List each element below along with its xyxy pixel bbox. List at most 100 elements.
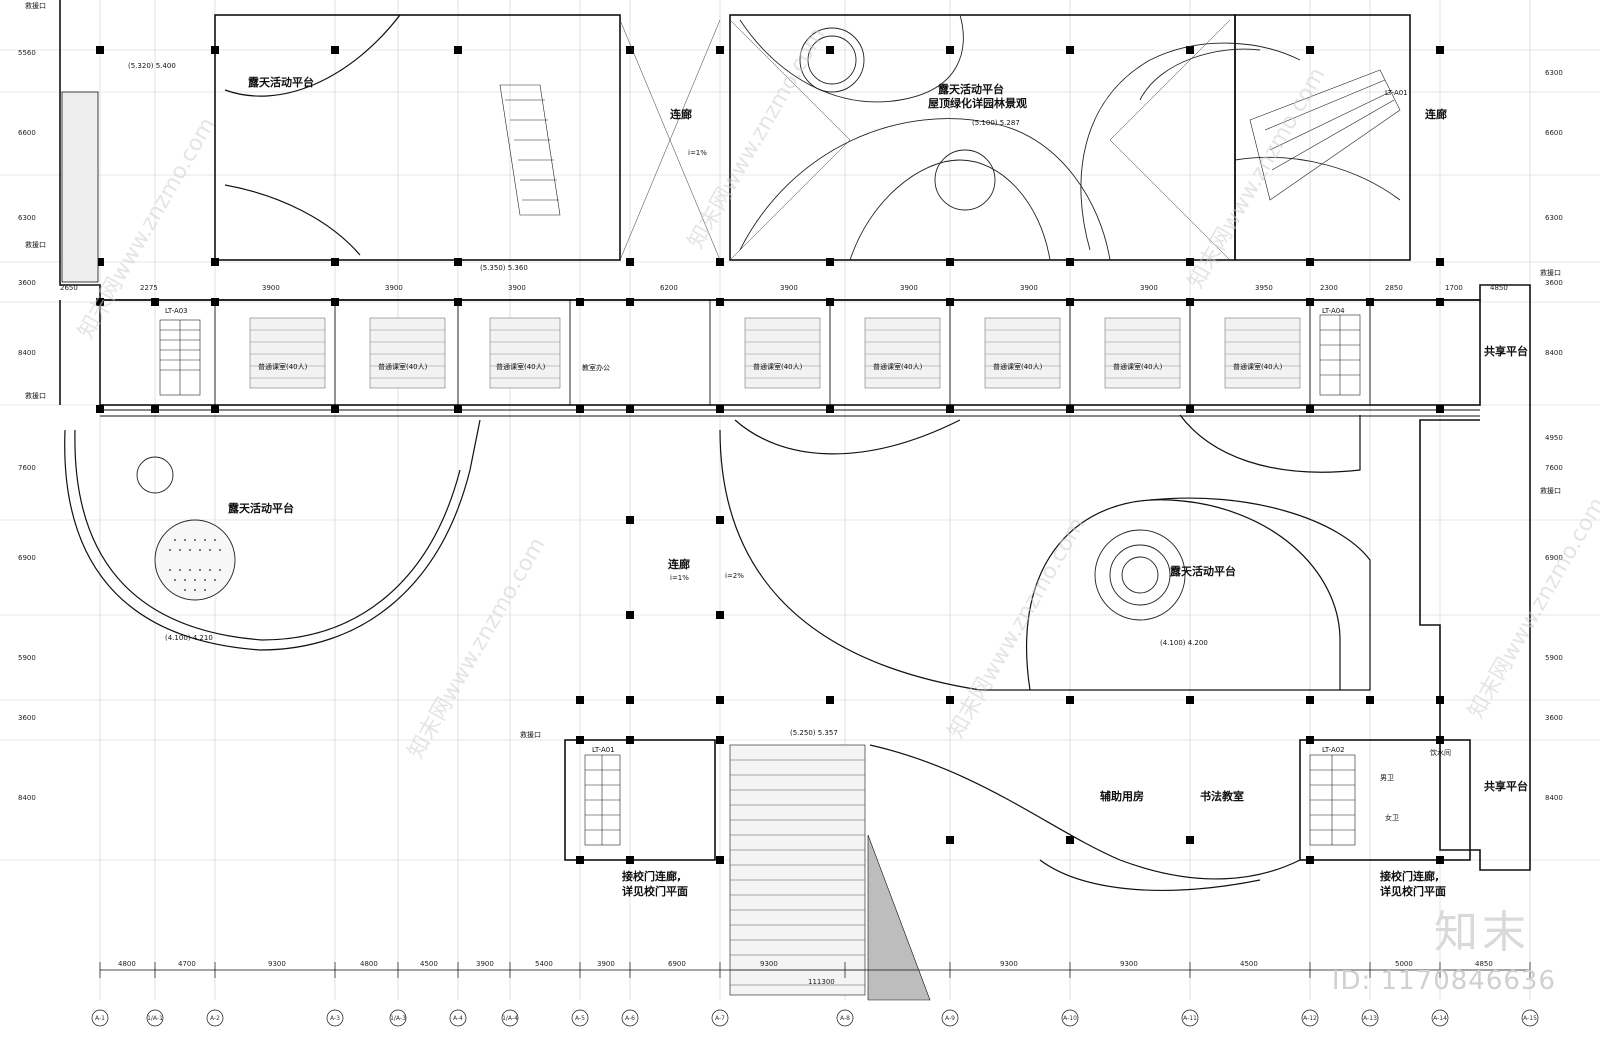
axis-label-17: A-15 [1523,1015,1537,1022]
label-stair-1: LT-A01 [1385,89,1408,97]
dim-right-2: 6300 [1545,214,1563,222]
dim-bottom-10: 9300 [1000,960,1018,968]
label-slope-2: i=1% [670,574,689,582]
dim-bottom-6: 5400 [535,960,553,968]
plaza-dots [169,539,221,591]
label-elev-5: (5.350) 5.360 [480,264,528,272]
dim-total: 111300 [808,978,835,986]
watermark-3: 知末网www.znzmo.com [944,514,1091,743]
dim-top-7: 3900 [900,284,918,292]
diagonal-lines [619,19,1231,261]
axis-label-7: A-5 [575,1015,585,1022]
bottom-dimension-line [99,962,1531,978]
label-shared-2: 共享平台 [1484,779,1528,793]
structural-columns [96,46,1444,864]
dim-top-0: 2650 [60,284,78,292]
dim-top-11: 2300 [1320,284,1338,292]
axis-label-8: A-6 [625,1015,635,1022]
label-platform-right: 露天活动平台 [1170,564,1236,578]
label-elev-4: (4.100) 4.200 [1160,639,1208,647]
top-dimensions: 2650 2275 3900 3900 3900 6200 3900 3900 … [60,284,1508,292]
dim-right-1: 6600 [1545,129,1563,137]
elevation-labels: (5.320) 5.400 (5.100) 5.287 (4.100) 4.21… [128,62,1208,737]
label-classroom-5: 普通课室(40人) [993,362,1043,371]
dim-right-8: 5900 [1545,654,1563,662]
dim-bottom-11: 9300 [1120,960,1138,968]
label-classroom-1: 普通课室(40人) [378,362,428,371]
label-rescue-2: 救援口 [25,391,46,400]
label-rescue-0: 救援口 [25,1,46,10]
dim-bottom-0: 4800 [118,960,136,968]
label-gate-link-2: 接校门连廊, [1380,869,1439,883]
label-elev-3: (5.250) 5.357 [790,729,838,737]
label-platform-top-mid: 露天活动平台 [938,82,1004,96]
label-water-room: 饮水间 [1430,748,1451,757]
classroom-labels: 普通课室(40人) 普通课室(40人) 普通课室(40人) 普通课室(40人) … [258,362,1283,371]
axis-label-15: A-13 [1363,1015,1377,1022]
label-shared-1: 共享平台 [1484,344,1528,358]
axis-label-10: A-8 [840,1015,850,1022]
stairs [159,69,1401,846]
dim-left-1: 6600 [18,129,36,137]
slope-labels: i=1% i=2% i=1% [670,149,744,582]
axis-label-4: 1/A-3 [390,1015,406,1022]
axis-label-11: A-9 [945,1015,955,1022]
brand-logo: 知末 [1434,907,1530,958]
dim-top-14: 4850 [1490,284,1508,292]
label-slope-1: i=2% [725,572,744,580]
label-rescue-5: 救援口 [1540,486,1561,495]
dim-bottom-9: 9300 [760,960,778,968]
dim-bottom-14: 4850 [1475,960,1493,968]
dim-left-6: 6900 [18,554,36,562]
axis-label-12: A-10 [1063,1015,1077,1022]
label-elev-2: (4.100) 4.210 [165,634,213,642]
label-classroom-7: 普通课室(40人) [1233,362,1283,371]
room-labels: 露天活动平台 露天活动平台 屋顶绿化详园林景观 连廊 连廊 连廊 露天活动平台 … [228,75,1528,898]
dim-left-9: 8400 [18,794,36,802]
dim-right-6: 7600 [1545,464,1563,472]
label-gate-link-1: 接校门连廊, [622,869,681,883]
desk-rows [250,329,1300,379]
dim-top-6: 3900 [780,284,798,292]
axis-bubbles [91,1009,1539,1027]
label-classroom-0: 普通课室(40人) [258,362,308,371]
label-rescue-1: 救援口 [25,240,46,249]
dim-left-5: 7600 [18,464,36,472]
label-female-wc: 女卫 [1385,813,1399,822]
dim-bottom-4: 4500 [420,960,438,968]
dim-right-10: 8400 [1545,794,1563,802]
label-platform-left: 露天活动平台 [228,501,294,515]
dim-right-9: 3600 [1545,714,1563,722]
dim-bottom-5: 3900 [476,960,494,968]
axis-label-6: 1/A-4 [502,1015,518,1022]
dim-top-9: 3900 [1140,284,1158,292]
dim-bottom-13: 5000 [1395,960,1413,968]
label-elev-1: (5.100) 5.287 [972,119,1020,127]
dim-top-4: 3900 [508,284,526,292]
axis-label-13: A-11 [1183,1015,1197,1022]
label-classroom-6: 普通课室(40人) [1113,362,1163,371]
label-elev-0: (5.320) 5.400 [128,62,176,70]
watermark-5: 知末网www.znzmo.com [1464,494,1600,723]
label-rescue-3: 救援口 [520,730,541,739]
dim-top-5: 6200 [660,284,678,292]
dim-top-12: 2850 [1385,284,1403,292]
dim-bottom-1: 4700 [178,960,196,968]
watermark-2: 知末网www.znzmo.com [684,24,831,253]
dim-right-5: 4950 [1545,434,1563,442]
dim-top-1: 2275 [140,284,158,292]
dim-top-13: 1700 [1445,284,1463,292]
label-calligraphy: 书法教室 [1200,789,1244,803]
dim-left-3: 3600 [18,279,36,287]
bleacher-lines [730,759,865,986]
dim-left-8: 3600 [18,714,36,722]
label-classroom-4: 普通课室(40人) [873,362,923,371]
axis-label-16: A-14 [1433,1015,1447,1022]
dim-bottom-2: 9300 [268,960,286,968]
label-gate-link-1b: 详见校门平面 [622,884,688,898]
label-stair-2: LT-A04 [1322,307,1345,315]
left-dimensions: 5560 6600 6300 3600 8400 7600 6900 5900 … [18,49,36,802]
label-rescue-4: 救援口 [1540,268,1561,277]
watermarks: 知末网www.znzmo.com 知末网www.znzmo.com 知末网www… [74,24,1600,763]
dim-bottom-8: 6900 [668,960,686,968]
